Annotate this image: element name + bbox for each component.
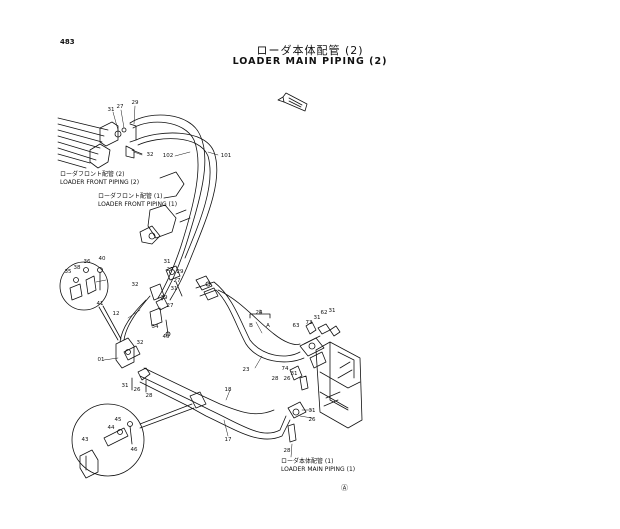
ref-front-piping-2-en: LOADER FRONT PIPING (2) (60, 179, 140, 186)
part-number-label: 27 (116, 104, 124, 110)
part-number-label: 74 (281, 366, 289, 372)
part-number-label: 34 (151, 324, 159, 330)
part-number-label: 27 (166, 267, 174, 273)
part-number-label: 45 (114, 417, 122, 423)
part-number-label: 27 (166, 303, 174, 309)
part-number-label: 40 (98, 256, 106, 262)
loader-front-frame (57, 117, 119, 169)
part-number-label: 29 (176, 269, 184, 275)
part-number-label: 18 (224, 387, 232, 393)
part-number-label: 38 (73, 265, 81, 271)
ref-front-piping-1-en: LOADER FRONT PIPING (1) (98, 201, 178, 208)
part-number-label: 31 (170, 286, 178, 292)
part-number-label: 36 (83, 259, 91, 265)
part-number-label: 26 (133, 387, 141, 393)
part-number-label: 26 (283, 376, 291, 382)
part-number-label: 102 (162, 153, 174, 159)
detail-circle-lower (71, 403, 195, 479)
part-number-label: 46 (130, 447, 138, 453)
part-number-label: 31 (107, 107, 115, 113)
part-number-label: 23 (242, 367, 250, 373)
part-number-label: 01 (97, 357, 105, 363)
ref-front-piping-2-jp: ローダフロント配管 (2) (60, 171, 125, 178)
control-valve-block (287, 321, 363, 443)
part-number-label: 32 (131, 282, 139, 288)
part-number-label: 28 (283, 448, 291, 454)
part-number-label: 29 (131, 100, 139, 106)
part-number-label: 31 (121, 383, 129, 389)
label-bracket-24 (249, 309, 271, 319)
part-number-label: 31 (313, 315, 321, 321)
part-number-label: 26 (308, 417, 316, 423)
middle-fittings (149, 265, 183, 337)
part-number-label: 28 (145, 393, 153, 399)
part-number-label: 31 (163, 259, 171, 265)
ref-front-piping-1-jp: ローダフロント配管 (1) (98, 193, 163, 200)
part-number-label: 43 (81, 437, 89, 443)
hoses-23-24 (195, 275, 305, 363)
part-number-label: 41 (96, 301, 104, 307)
part-number-label: 40 (162, 334, 170, 340)
part-number-label: 31 (328, 308, 336, 314)
ref-main-piping-1-jp: ローダ本体配管 (1) (281, 458, 334, 465)
bracket-assembly-01 (115, 337, 151, 393)
part-number-label: 35 (64, 269, 72, 275)
detail-circle-upper (59, 261, 122, 341)
part-number-label: 32 (136, 340, 144, 346)
part-number-label: 44 (107, 425, 115, 431)
direction-arrow-icon (277, 92, 308, 112)
page-number: 483 (60, 38, 75, 46)
title-english: LOADER MAIN PIPING (2) (232, 56, 388, 67)
part-number-label: 32 (146, 152, 154, 158)
part-number-label: 31 (308, 408, 316, 414)
part-number-label: 63 (292, 323, 300, 329)
part-number-label: 28 (271, 376, 279, 382)
part-number-label: 73 (305, 320, 313, 326)
hoses-101-102 (129, 114, 218, 301)
part-number-label: 17 (224, 437, 232, 443)
top-fittings (114, 123, 143, 159)
part-number-label: 27 (173, 278, 181, 284)
part-number-label: 101 (220, 153, 232, 159)
part-number-label: B (249, 323, 253, 329)
footer-mark: Ⓐ (341, 484, 348, 492)
title-japanese: ローダ本体配管 (2) (256, 44, 364, 57)
part-number-label: 62 (320, 310, 328, 316)
part-number-label: 31 (290, 371, 298, 377)
front-piping-bracket (139, 171, 191, 245)
part-number-label: 12 (112, 311, 120, 317)
part-number-label: A (266, 323, 270, 329)
hoses-12-17-18 (119, 295, 291, 440)
part-number-label: 24 (255, 310, 263, 316)
ref-main-piping-1-en: LOADER MAIN PIPING (1) (281, 466, 356, 473)
part-number-label: 29 (160, 295, 168, 301)
leader-lines (95, 105, 313, 458)
